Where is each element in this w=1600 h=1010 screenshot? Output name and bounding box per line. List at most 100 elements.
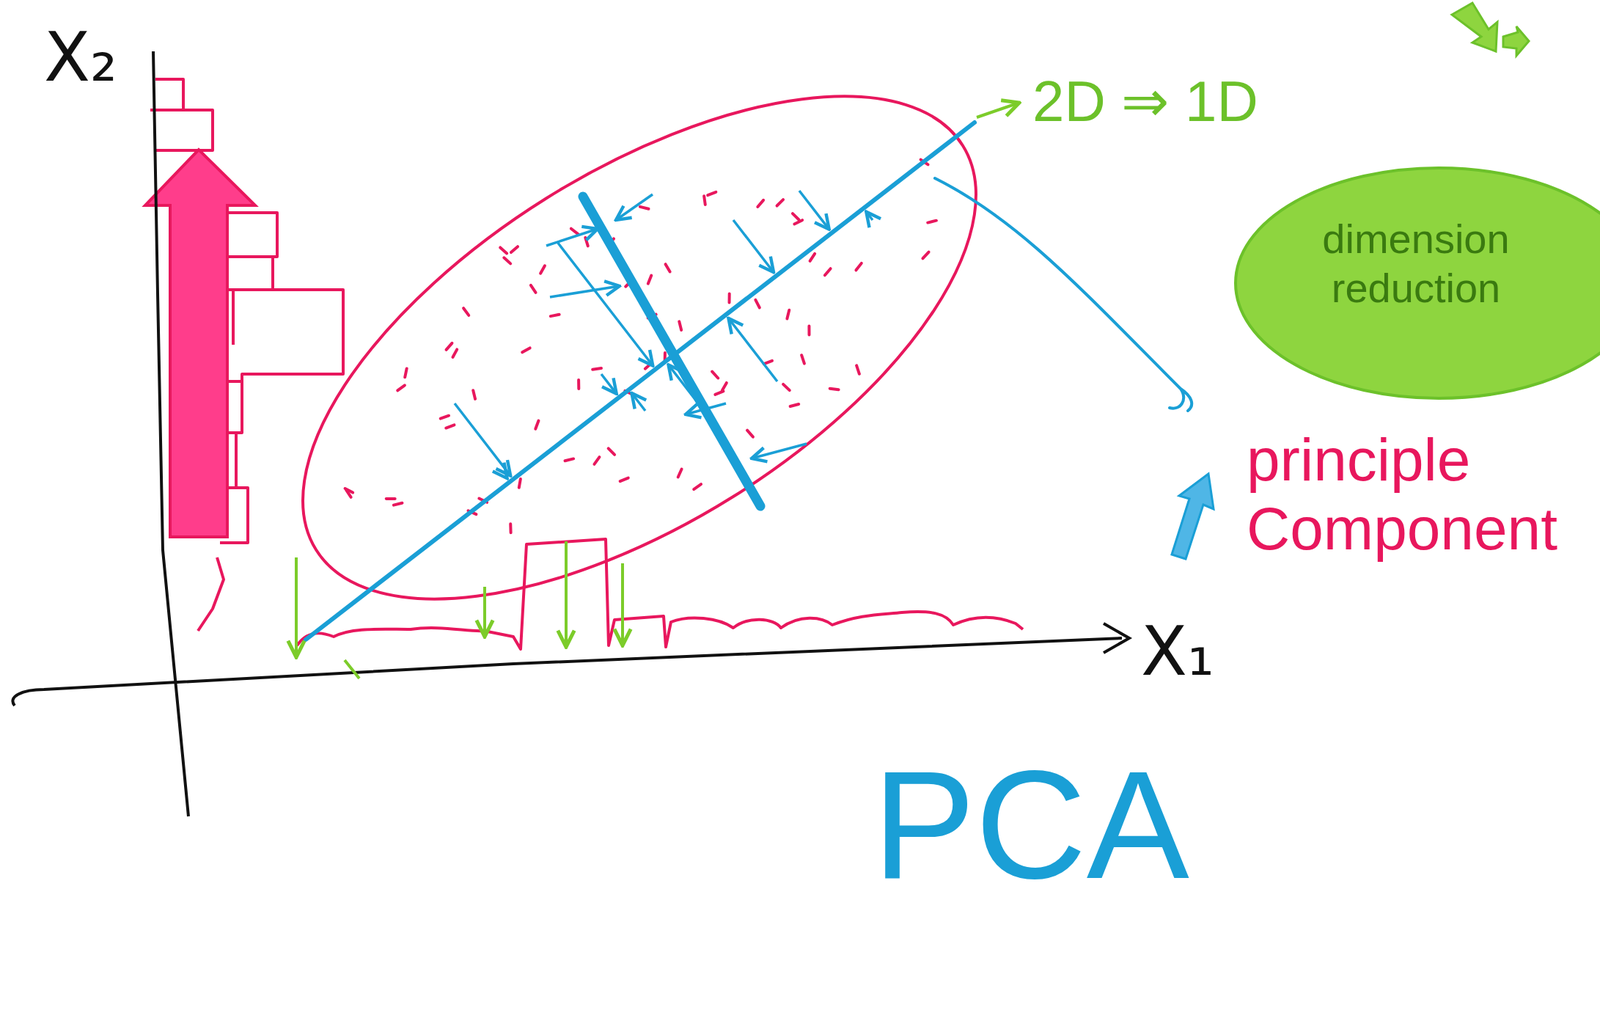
component-label: principle Component [1246,425,1592,564]
axis-label: X₂ [43,19,118,97]
first-component-line [305,122,975,640]
data-point [593,456,600,465]
data-point [565,458,575,461]
data-cloud-outline [222,0,1056,699]
data-point [463,307,469,316]
projection-arrow [615,194,653,220]
data-point [571,228,578,234]
data-point [472,390,476,399]
data-point [786,310,790,319]
data-point [386,497,396,501]
data-point [440,415,449,419]
data-point [530,285,537,293]
projection-arrow [865,211,873,220]
data-point [445,424,454,428]
data-point [679,321,682,330]
projection-arrow [685,403,726,415]
data-point [792,213,800,220]
data-point [665,263,671,272]
data-point [824,268,831,275]
data-point [500,247,507,253]
data-point [922,252,929,259]
projection-arrow [728,318,778,382]
data-point [801,354,805,363]
x1-axis [12,637,1122,706]
projection-arrow [668,364,704,411]
title-label: PCA [872,747,1190,902]
data-point [707,192,716,196]
leader-curve [934,178,1192,411]
data-point [585,237,589,246]
data-point [790,404,800,407]
data-point [830,388,839,390]
data-points [345,159,937,533]
projection-arrow [546,228,598,246]
ellipse-outline [1235,167,1600,399]
x1-axis-head [1103,623,1130,653]
data-point [648,275,652,284]
second-component-line [582,196,761,506]
pointer-icon [1171,473,1214,559]
data-point [755,299,760,308]
projection-arrow [294,557,298,658]
data-point [728,294,732,303]
data-point [522,347,530,352]
note-label: 2D ⇒ 1D [1032,68,1259,135]
data-point [747,430,754,438]
data-point [640,206,649,209]
reduction-ellipse: dimension reduction [1233,165,1600,401]
data-point [764,360,773,364]
x2-axis [153,51,189,817]
data-point [519,478,521,488]
data-point [535,420,539,429]
data-point [346,489,352,498]
projection-arrow [505,476,508,479]
projection-arrow [631,393,646,411]
x1-histogram [296,538,1023,649]
data-point [550,314,560,317]
projection-arrow [483,586,487,637]
data-point [712,371,718,379]
data-point [794,219,803,224]
pointer-arrow [976,102,1020,118]
data-point [855,263,861,270]
data-point [927,220,937,223]
data-point [397,384,405,391]
data-point [540,265,545,273]
projection-arrows [454,190,873,479]
projection-arrow [751,443,807,459]
data-point [757,200,764,207]
data-point [678,469,682,478]
projection-arrow [799,190,830,230]
data-point [393,503,403,506]
data-point [703,195,706,205]
projection-arrow [564,541,568,647]
projection-arrow [733,219,774,273]
corner-icon [1451,2,1529,56]
data-point [503,257,511,264]
data-point [693,483,702,490]
projection-arrow [557,241,653,366]
data-point [404,368,407,377]
data-point [577,379,581,389]
data-point [446,343,453,350]
data-point [508,523,512,533]
axis-label: X₁ [1140,613,1215,691]
data-point [722,382,727,391]
data-point [777,199,784,206]
projection-tick [344,659,360,679]
data-point [856,365,860,374]
projection-arrow [621,563,625,646]
data-point [620,478,629,482]
data-point [608,448,615,455]
data-point [810,253,816,262]
node-text: dimension reduction [1294,214,1537,313]
data-point [592,368,602,370]
data-point [783,384,790,391]
data-point [807,326,811,336]
projection-arrow [549,285,620,297]
projection-arrow [601,373,617,394]
data-point [452,349,457,358]
projection-arrow [454,403,511,476]
